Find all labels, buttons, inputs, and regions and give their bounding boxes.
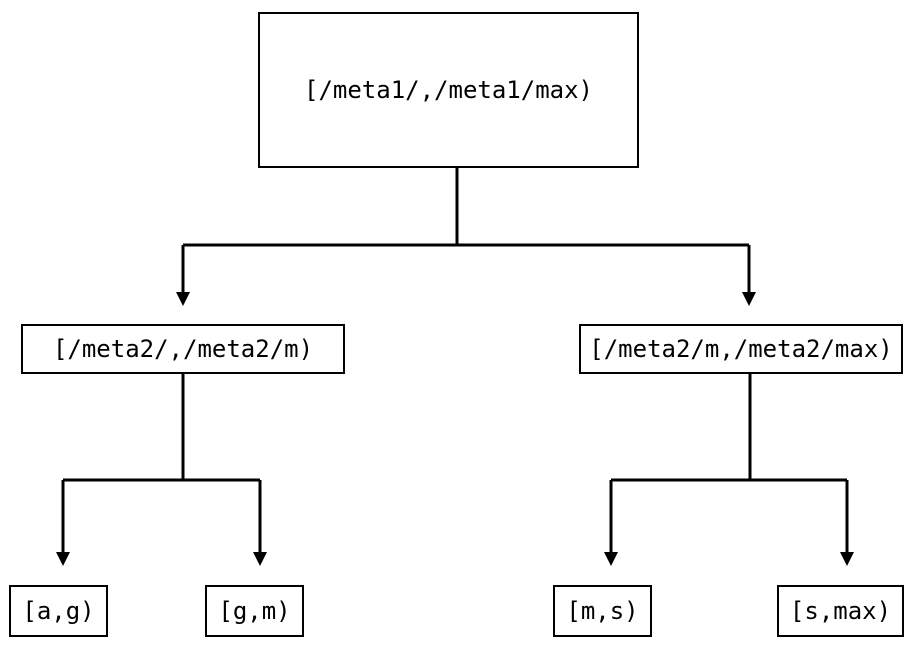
node-mid-left-label: [/meta2/,/meta2/m) (52, 335, 314, 363)
node-root[interactable]: [/meta1/,/meta1/max) (258, 12, 639, 168)
arrowhead-to-mid-left (176, 292, 190, 306)
arrowhead-to-leaf-3 (604, 552, 618, 566)
node-leaf-4-label: [s,max) (789, 597, 892, 625)
node-leaf-2-label: [g,m) (218, 597, 291, 625)
arrowhead-to-leaf-2 (253, 552, 267, 566)
node-mid-right[interactable]: [/meta2/m,/meta2/max) (579, 324, 903, 374)
node-leaf-1[interactable]: [a,g) (9, 585, 108, 637)
node-leaf-2[interactable]: [g,m) (205, 585, 304, 637)
arrowhead-to-mid-right (742, 292, 756, 306)
node-mid-right-label: [/meta2/m,/meta2/max) (589, 335, 893, 363)
node-mid-left[interactable]: [/meta2/,/meta2/m) (21, 324, 345, 374)
node-root-label: [/meta1/,/meta1/max) (304, 76, 593, 104)
arrowhead-to-leaf-1 (56, 552, 70, 566)
node-leaf-1-label: [a,g) (22, 597, 95, 625)
node-leaf-3-label: [m,s) (566, 597, 639, 625)
node-leaf-4[interactable]: [s,max) (777, 585, 904, 637)
node-leaf-3[interactable]: [m,s) (553, 585, 652, 637)
arrowhead-to-leaf-4 (840, 552, 854, 566)
